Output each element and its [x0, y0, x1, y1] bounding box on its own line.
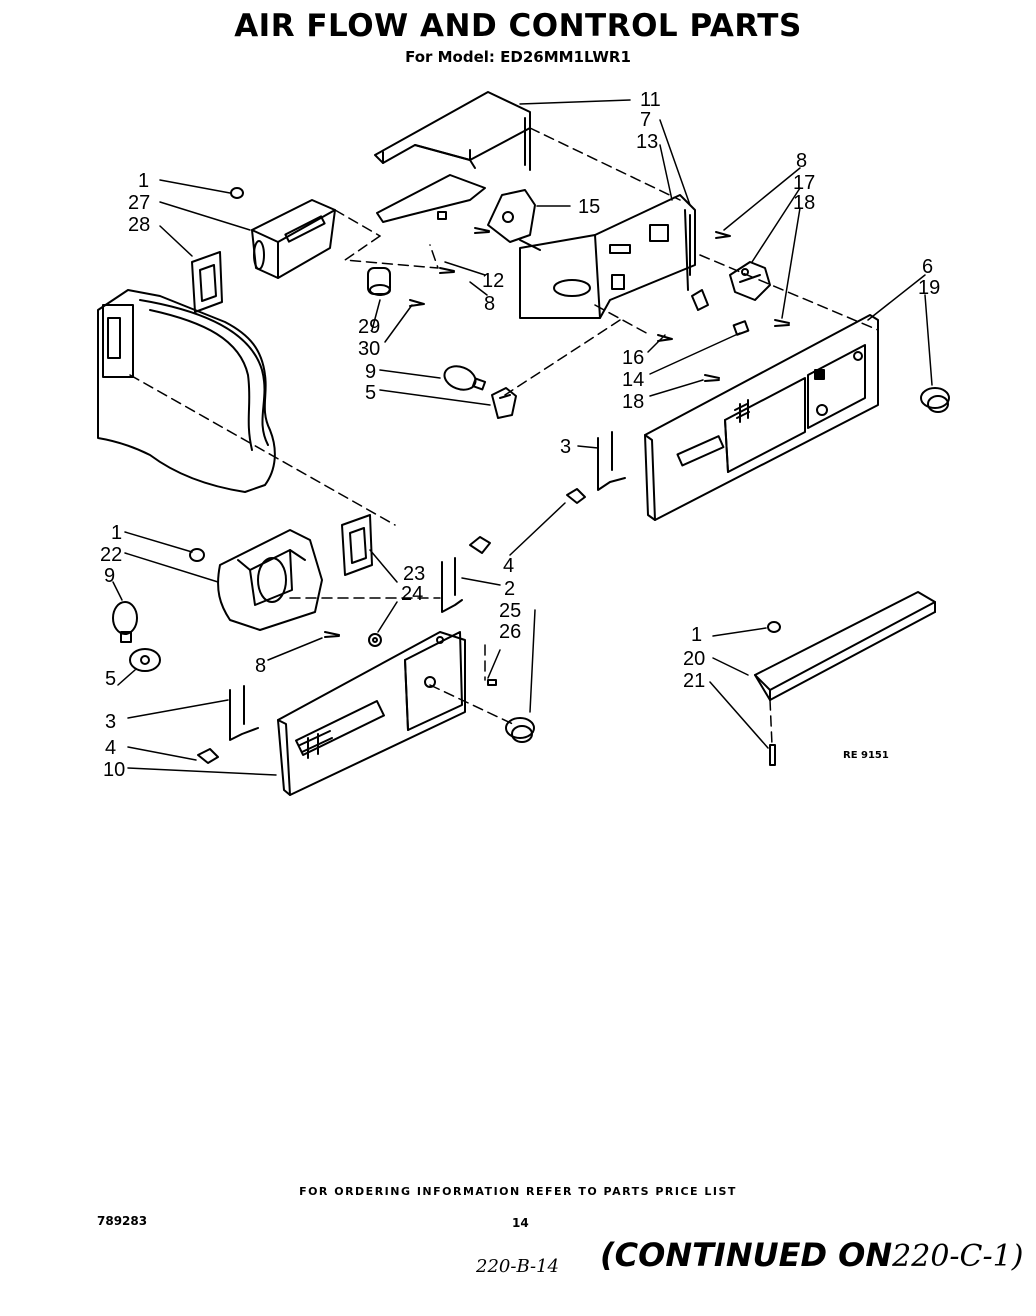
callout-13: 13 [636, 131, 658, 153]
callout-25: 25 [499, 600, 521, 622]
callout-9: 9 [104, 565, 115, 587]
lamp-socket-upper [491, 387, 517, 419]
gasket-top [191, 251, 223, 313]
callout-29: 29 [358, 316, 380, 338]
thermostat-bracket [691, 261, 771, 311]
spacer-29 [367, 267, 391, 296]
lamp-socket-lower [129, 648, 161, 672]
callout-17: 17 [793, 172, 815, 194]
callout-12: 12 [482, 270, 504, 292]
continued-reference: 220-C-1) [892, 1239, 1024, 1274]
callout-30: 30 [358, 338, 380, 360]
callout-labels: 11 7 13 8 17 18 15 1 27 28 12 8 29 30 9 … [100, 89, 940, 781]
callout-27: 27 [128, 192, 150, 214]
document-number: 789283 [97, 1214, 148, 1228]
callout-3: 3 [105, 711, 116, 733]
model-line: For Model: ED26MM1LWR1 [405, 48, 631, 66]
damper-housing [519, 194, 696, 319]
callout-23: 23 [403, 563, 425, 585]
callout-8: 8 [796, 150, 807, 172]
callout-5: 5 [365, 382, 376, 404]
left-control-panel [277, 631, 466, 796]
callout-10: 10 [103, 759, 125, 781]
fasteners [189, 187, 790, 766]
callout-18: 18 [622, 391, 644, 413]
callout-8: 8 [255, 655, 266, 677]
callout-7: 7 [640, 109, 651, 131]
control-knob-right [920, 387, 950, 413]
callout-16: 16 [622, 347, 644, 369]
refrigerator-cabinet [97, 289, 276, 493]
bracket-upper [597, 431, 626, 491]
light-bulb-upper [443, 365, 487, 391]
callout-4: 4 [105, 737, 116, 759]
right-control-panel [644, 314, 879, 521]
bracket-lower [229, 685, 259, 741]
callout-1: 1 [691, 624, 702, 646]
callout-19: 19 [918, 277, 940, 299]
callout-21: 21 [683, 670, 705, 692]
callout-6: 6 [922, 256, 933, 278]
callout-1: 1 [111, 522, 122, 544]
handwritten-reference: 220-B-14 [476, 1256, 559, 1277]
callout-20: 20 [683, 648, 705, 670]
callout-3: 3 [560, 436, 571, 458]
leader-lines [112, 99, 933, 776]
continued-label: (CONTINUED ON [600, 1236, 893, 1274]
light-bulb-lower [112, 601, 138, 643]
control-housing-bottom [217, 529, 323, 631]
drawing-code: RE 9151 [843, 750, 889, 761]
callout-24: 24 [401, 583, 423, 605]
gasket-bottom [341, 514, 373, 576]
callout-11: 11 [640, 89, 661, 111]
page-number: 14 [512, 1216, 529, 1230]
callout-8: 8 [484, 293, 495, 315]
damper-motor [487, 189, 541, 251]
callout-28: 28 [128, 214, 150, 236]
callout-5: 5 [105, 668, 116, 690]
callout-26: 26 [499, 621, 521, 643]
callout-22: 22 [100, 544, 122, 566]
callout-1: 1 [138, 170, 149, 192]
callout-14: 14 [622, 369, 644, 391]
ordering-note: FOR ORDERING INFORMATION REFER TO PARTS … [299, 1185, 737, 1198]
continued-note: (CONTINUED ON220-C-1) [600, 1236, 1023, 1274]
air-duct-cover [374, 91, 531, 223]
page-title: AIR FLOW AND CONTROL PARTS [234, 8, 802, 44]
callout-9: 9 [365, 361, 376, 383]
assembly-lines [129, 127, 879, 746]
bracket-2 [441, 557, 463, 613]
control-housing-top [251, 199, 336, 279]
callout-15: 15 [578, 196, 600, 218]
callout-2: 2 [504, 578, 515, 600]
trim-strip [754, 591, 936, 701]
callout-18: 18 [793, 192, 815, 214]
control-knob-left [505, 717, 535, 743]
callout-4: 4 [503, 555, 514, 577]
